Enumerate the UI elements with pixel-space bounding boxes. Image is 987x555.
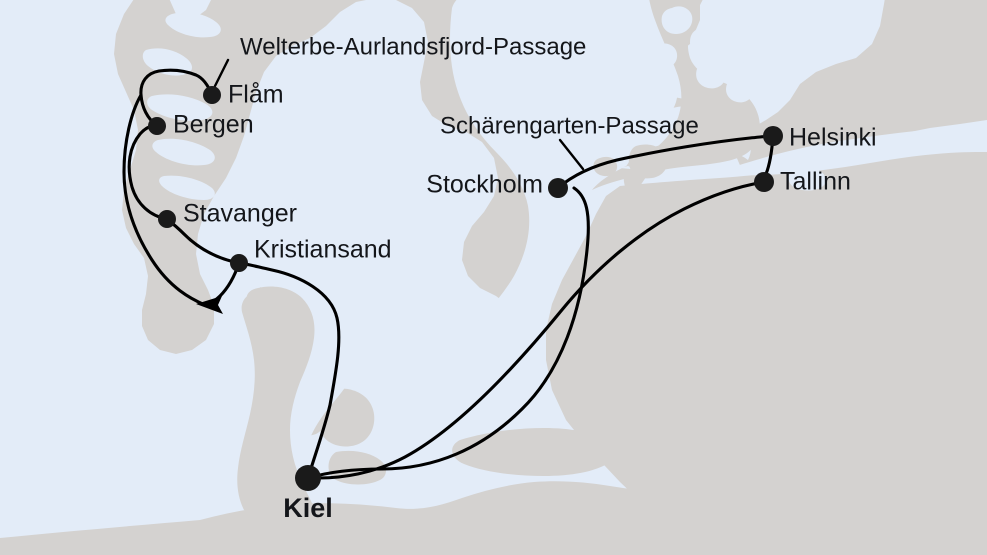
norwegian-fjords: [142, 12, 453, 287]
port-label-tallinn: Tallinn: [780, 168, 851, 196]
port-label-stockholm: Stockholm: [426, 171, 543, 199]
route-return-leg-north-sea: [122, 93, 207, 307]
passage-leader-group: [213, 58, 585, 171]
direction-arrow-icon: [196, 296, 223, 314]
finland-lakes: [651, 6, 796, 103]
route-kiel-kristiansand: [237, 261, 341, 480]
leader-scharengarten: [558, 138, 585, 171]
port-dot-kristiansand[interactable]: [230, 254, 248, 272]
sea-gulf-of-finland: [620, 126, 987, 177]
leader-aurlandsfjord: [213, 58, 230, 88]
land-baltic-states: [546, 150, 987, 555]
sea-gulf-of-bothnia: [467, 0, 679, 176]
port-label-bergen: Bergen: [173, 111, 254, 139]
land-oland: [600, 298, 624, 353]
land-germany-poland: [0, 478, 987, 555]
port-dot-group: [148, 86, 783, 491]
land-skane: [452, 428, 615, 476]
port-dot-tallinn[interactable]: [754, 172, 774, 192]
port-label-kristiansand: Kristiansand: [254, 236, 392, 264]
port-dot-stockholm[interactable]: [548, 178, 568, 198]
port-dot-kiel[interactable]: [295, 465, 321, 491]
land-gotland: [653, 277, 688, 338]
port-label-stavanger: Stavanger: [183, 200, 297, 228]
estonia-inlets: [788, 167, 826, 191]
port-dot-helsinki[interactable]: [763, 126, 783, 146]
label-group: Welterbe-Aurlandsfjord-Passage Schärenga…: [173, 33, 877, 523]
port-label-helsinki: Helsinki: [789, 124, 877, 152]
passage-label-scharengarten: Schärengarten-Passage: [440, 112, 699, 139]
port-label-flam: Flåm: [228, 81, 284, 109]
port-dot-flam[interactable]: [203, 86, 221, 104]
port-dot-bergen[interactable]: [148, 117, 166, 135]
port-label-kiel: Kiel: [283, 493, 333, 523]
route-stockholm-helsinki: [556, 134, 775, 190]
land-jutland-body: [246, 286, 316, 524]
passage-label-aurlandsfjord: Welterbe-Aurlandsfjord-Passage: [240, 33, 586, 60]
route-bergen-flam: [139, 68, 214, 128]
port-dot-stavanger[interactable]: [158, 210, 176, 228]
